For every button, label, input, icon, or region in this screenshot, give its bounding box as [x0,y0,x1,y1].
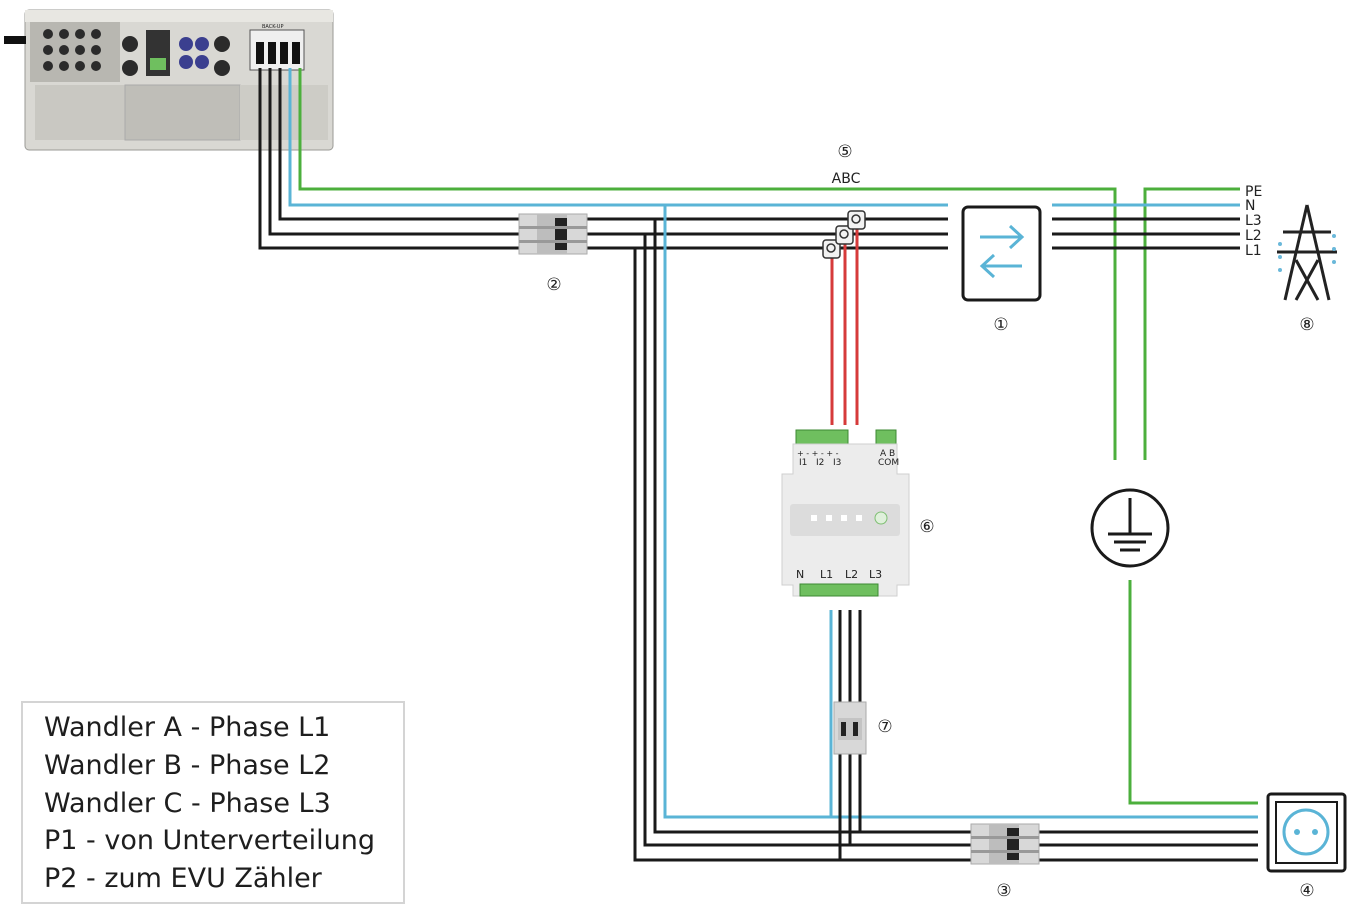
ct-input-1: I1 [799,458,807,468]
ct-clamp-a [822,239,841,259]
earth-icon [1090,488,1170,568]
comm-com-label: COM [878,458,899,468]
terminal-n: N [796,568,804,581]
legend-item: P2 - zum EVU Zähler [44,863,322,894]
marker-7: ⑦ [877,717,892,737]
ct-clamp-c [847,210,866,230]
socket-icon [1266,792,1347,873]
smart-meter: + - + - + - I1 I2 I3 A B COM N L1 L2 L3 [781,429,910,597]
ct-input-3: I3 [833,458,841,468]
legend-item: Wandler A - Phase L1 [44,712,331,743]
grid-label-pe: PE [1245,184,1262,200]
terminal-l2: L2 [845,568,858,581]
l1-wire [258,68,948,250]
legend: Wandler A - Phase L1 Wandler B - Phase L… [21,701,405,904]
breaker-2 [518,213,588,255]
bidirectional-meter [961,205,1042,302]
grid-label-l1: L1 [1245,243,1262,259]
grid-line-labels: PE N L3 L2 L1 [1245,184,1262,259]
ct-wires [830,228,859,425]
grid-label-l3: L3 [1245,213,1262,229]
legend-item: P1 - von Unterverteilung [44,825,375,856]
markers: ① ② ③ ④ ⑤ ⑥ ⑦ ⑧ [546,142,1314,901]
marker-6: ⑥ [919,517,934,537]
marker-3: ③ [996,881,1011,901]
marker-1: ① [993,315,1008,335]
marker-2: ② [546,275,561,295]
ct-polarity: + - + - + - [797,449,839,458]
comm-ab-label: A B [880,449,895,459]
ct-clamps [822,210,866,259]
backup-label: BACK-UP [262,24,284,30]
grid-wires [1052,187,1240,460]
terminal-l3: L3 [869,568,882,581]
marker-4: ④ [1299,881,1314,901]
arrow-right-icon [980,224,1025,250]
pylon-icon [1277,204,1337,301]
ct-clamp-b [835,225,854,245]
legend-item: Wandler B - Phase L2 [44,750,331,781]
neutral-wire [288,68,948,207]
grid-label-l2: L2 [1245,228,1262,244]
l2-wire [268,68,948,236]
bus-label: ABC [832,171,861,187]
inverter-wires [258,68,1117,460]
marker-5: ⑤ [837,142,852,162]
pe-wire [298,68,1117,460]
breaker-3 [970,823,1040,865]
ct-input-2: I2 [816,458,824,468]
l3-wire [278,68,948,221]
grid-label-n: N [1245,198,1255,214]
terminal-l1: L1 [820,568,833,581]
socket-feeders [633,205,1258,862]
legend-item: Wandler C - Phase L3 [44,788,331,819]
inverter: BACK-UP [4,9,334,151]
breaker-7 [833,701,867,755]
marker-8: ⑧ [1299,315,1314,335]
arrow-left-icon [979,253,1022,279]
